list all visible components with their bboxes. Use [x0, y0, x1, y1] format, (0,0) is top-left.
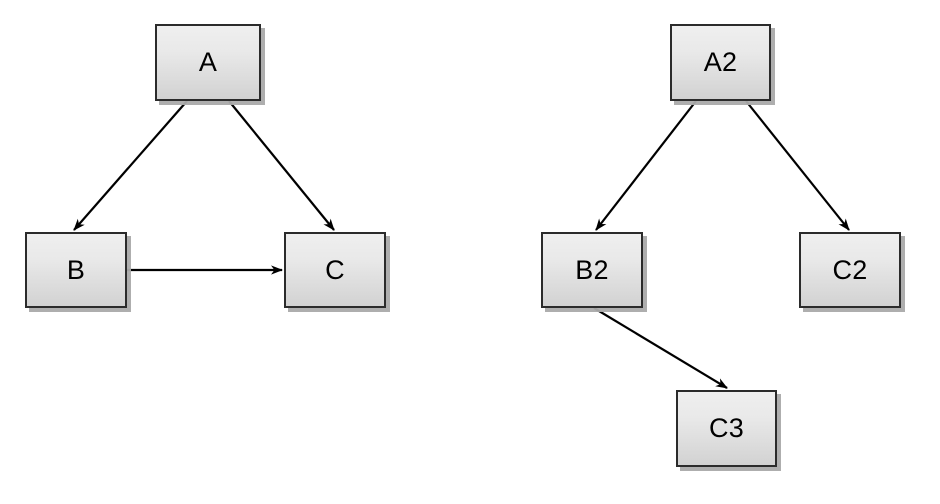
node-b[interactable]: B [25, 232, 127, 308]
node-label-b2: B2 [575, 254, 609, 285]
edge-a-b [73, 100, 188, 231]
node-label-c: C [325, 254, 345, 285]
node-label-a: A [198, 47, 218, 77]
node-b2[interactable]: B2 [541, 232, 643, 308]
node-a2[interactable]: A2 [670, 24, 771, 101]
node-c3[interactable]: C3 [676, 390, 777, 467]
node-a[interactable]: A [155, 24, 261, 101]
node-c2[interactable]: C2 [799, 232, 901, 308]
edge-a-c [228, 100, 335, 231]
node-c[interactable]: C [284, 232, 386, 308]
node-label-c3: C3 [709, 413, 744, 443]
node-label-c2: C2 [832, 254, 868, 285]
edge-a2-b2 [595, 100, 697, 231]
edges-group [73, 100, 850, 389]
node-label-a2: A2 [703, 47, 738, 77]
edge-a2-c2 [745, 100, 850, 231]
edge-b2-c3 [593, 307, 728, 389]
node-label-b: B [66, 254, 86, 285]
